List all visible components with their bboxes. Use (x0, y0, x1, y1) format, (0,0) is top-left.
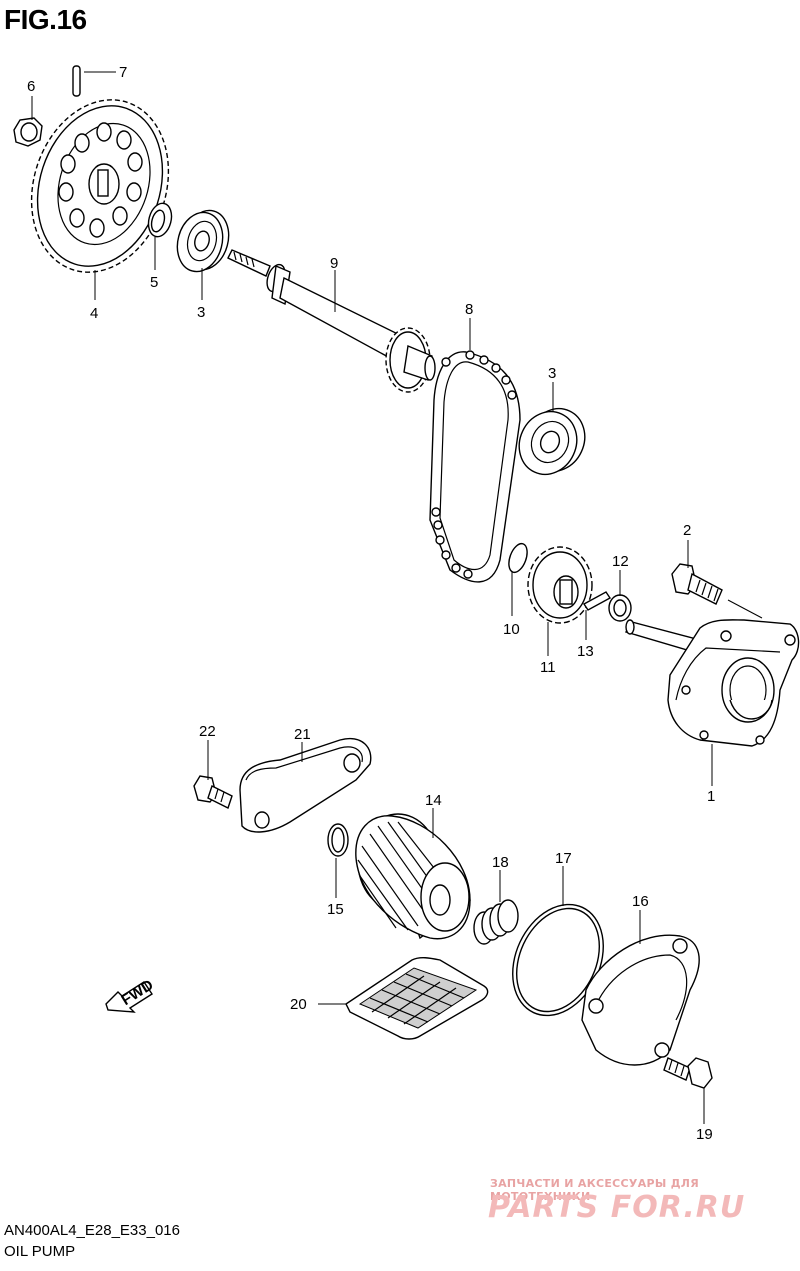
gear-part-4 (30, 99, 170, 273)
leader-lines (31, 71, 763, 1124)
pin-part-13 (582, 591, 612, 611)
callout-1: 1 (707, 788, 715, 805)
figure-title: FIG.16 (4, 4, 87, 35)
callout-19: 19 (696, 1126, 713, 1143)
callout-labels: 1 2 3 3 4 5 6 7 8 9 10 11 12 13 14 15 16… (27, 64, 715, 1143)
bolt-part-22 (193, 775, 233, 809)
fwd-arrow: FWD (105, 976, 157, 1013)
callout-3-upper: 3 (197, 304, 205, 321)
oil-pump-part-1 (624, 619, 800, 747)
callout-9: 9 (330, 255, 338, 272)
callout-11: 11 (540, 659, 556, 676)
callout-5: 5 (150, 274, 158, 291)
diagram-code: AN400AL4_E28_E33_016 (4, 1222, 180, 1239)
callout-13: 13 (577, 643, 594, 660)
callout-2: 2 (683, 522, 691, 539)
fwd-label: FWD (118, 976, 156, 1009)
callout-18: 18 (492, 854, 509, 871)
callout-10: 10 (503, 621, 520, 638)
callout-8: 8 (465, 301, 473, 318)
watermark-tagline: ЗАПЧАСТИ И АКСЕССУАРЫ ДЛЯ МОТОТЕХНИКИ (490, 1177, 700, 1203)
callout-17: 17 (555, 850, 572, 867)
pin-part-7 (72, 65, 81, 97)
oil-filter-part-14 (355, 813, 471, 940)
cover-plate-part-21 (239, 737, 372, 833)
chain-part-8 (429, 350, 521, 583)
callout-3-lower: 3 (548, 365, 556, 382)
watermark-logo: PARTS FOR.RU (488, 1190, 746, 1225)
callout-7: 7 (119, 64, 127, 81)
spring-part-18 (473, 899, 519, 945)
callout-15: 15 (327, 901, 344, 918)
washer-part-12 (608, 594, 632, 622)
bolt-part-2 (671, 563, 723, 605)
shaft-part-9 (227, 249, 436, 393)
bolt-part-19 (663, 1057, 713, 1089)
callout-21: 21 (294, 726, 311, 743)
sprocket-part-11 (527, 546, 593, 624)
diagram-caption: OIL PUMP (4, 1243, 76, 1260)
callout-12: 12 (612, 553, 629, 570)
bearing-part-3-upper (176, 209, 230, 273)
washer-part-5 (147, 202, 173, 238)
circlip-part-10 (508, 542, 528, 574)
nut-part-6 (13, 117, 43, 147)
strainer-part-20 (345, 957, 489, 1040)
bearing-part-3-lower (518, 407, 586, 476)
callout-16: 16 (632, 893, 649, 910)
filter-cap-part-16 (581, 934, 700, 1066)
callout-14: 14 (425, 792, 442, 809)
callout-6: 6 (27, 78, 35, 95)
callout-20: 20 (290, 996, 307, 1013)
callout-22: 22 (199, 723, 216, 740)
o-ring-part-15 (327, 823, 349, 857)
callout-4: 4 (90, 305, 98, 322)
